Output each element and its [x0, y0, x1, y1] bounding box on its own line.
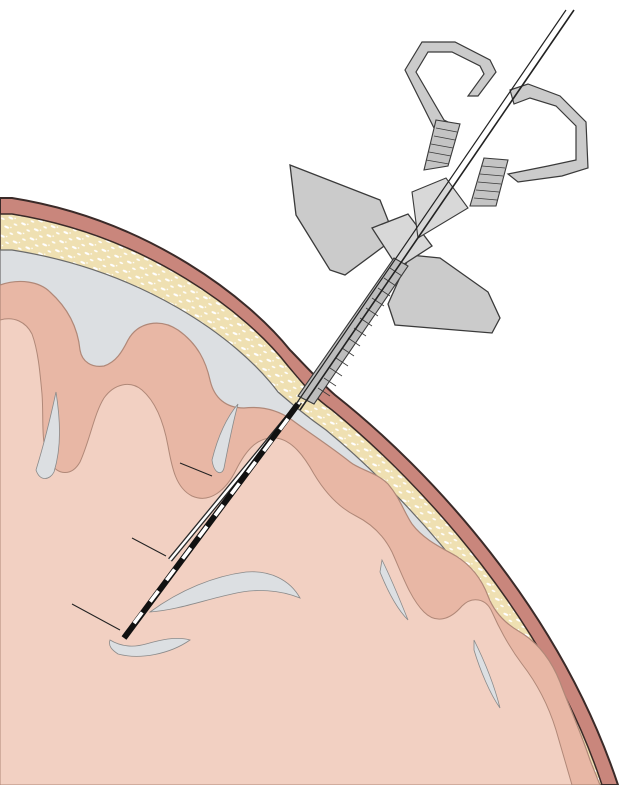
bolt-guide-tube [412, 178, 468, 238]
bolt-wing-left [290, 165, 395, 275]
bolt-collar-right [470, 158, 508, 206]
head-layers [0, 198, 618, 785]
bolt-cap-left [405, 42, 496, 132]
anchor-bolt [290, 42, 588, 404]
bolt-cap-right [508, 84, 588, 182]
bolt-threaded-shaft [298, 258, 408, 404]
